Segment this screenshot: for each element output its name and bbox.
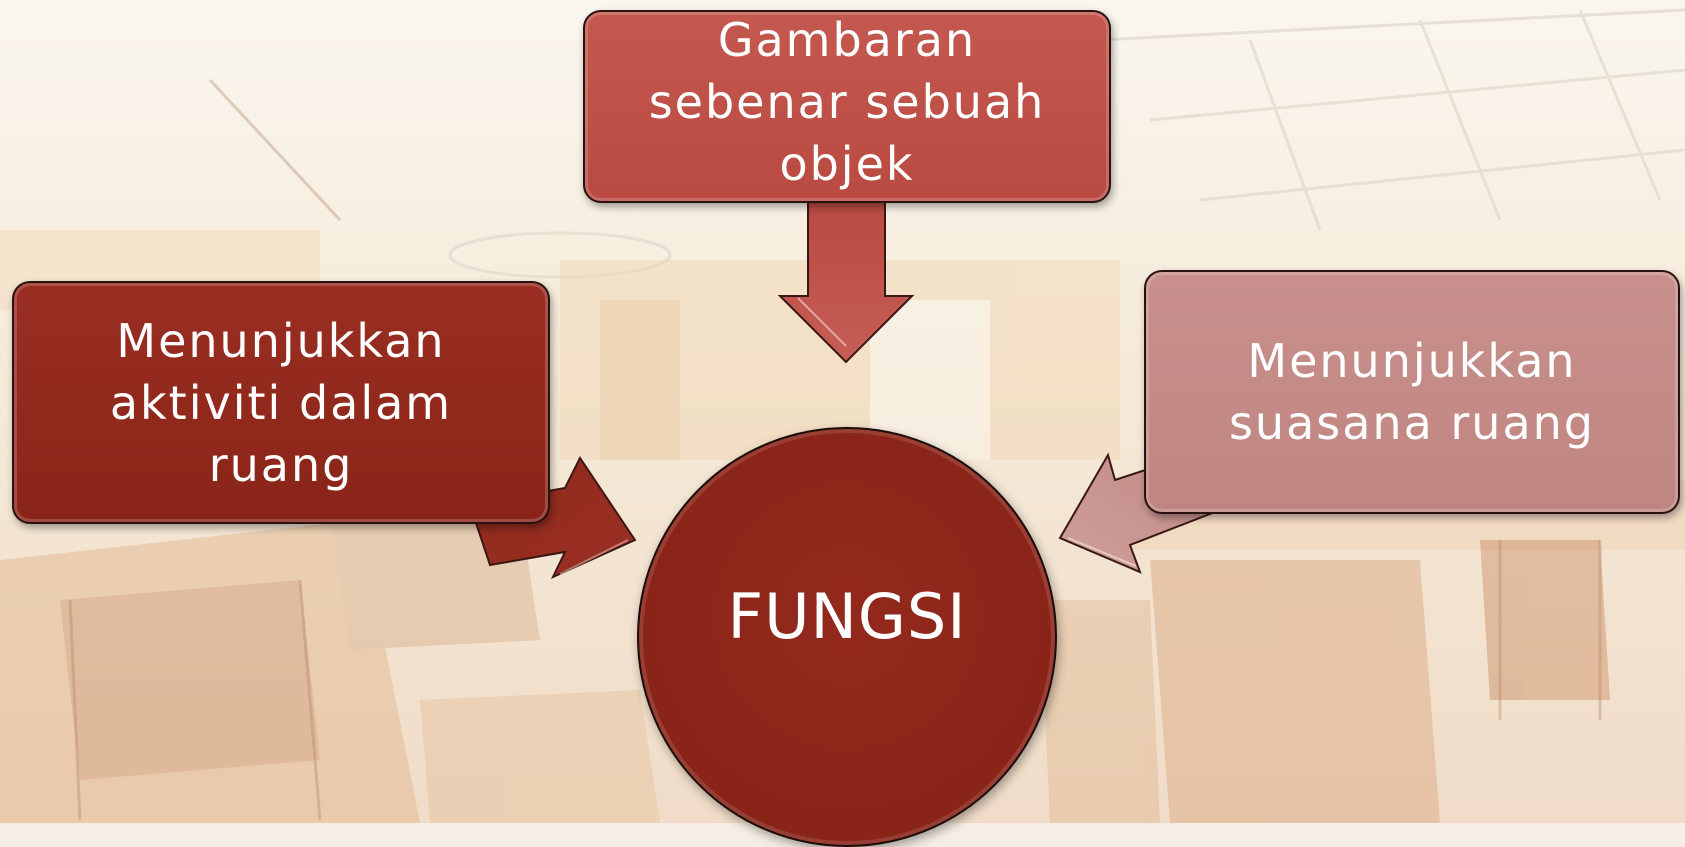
node-aktiviti-dalam-ruang: Menunjukkan aktiviti dalam ruang — [12, 281, 550, 524]
diagram-arrows — [468, 199, 1217, 580]
node-gambaran-sebenar: Gambaran sebenar sebuah objek — [583, 10, 1111, 203]
arrow-top-to-center — [777, 199, 915, 364]
center-fungsi-circle: FUNGSI — [637, 427, 1057, 847]
node-suasana-ruang: Menunjukkan suasana ruang — [1144, 270, 1680, 514]
arrow-left-to-center — [468, 456, 637, 580]
